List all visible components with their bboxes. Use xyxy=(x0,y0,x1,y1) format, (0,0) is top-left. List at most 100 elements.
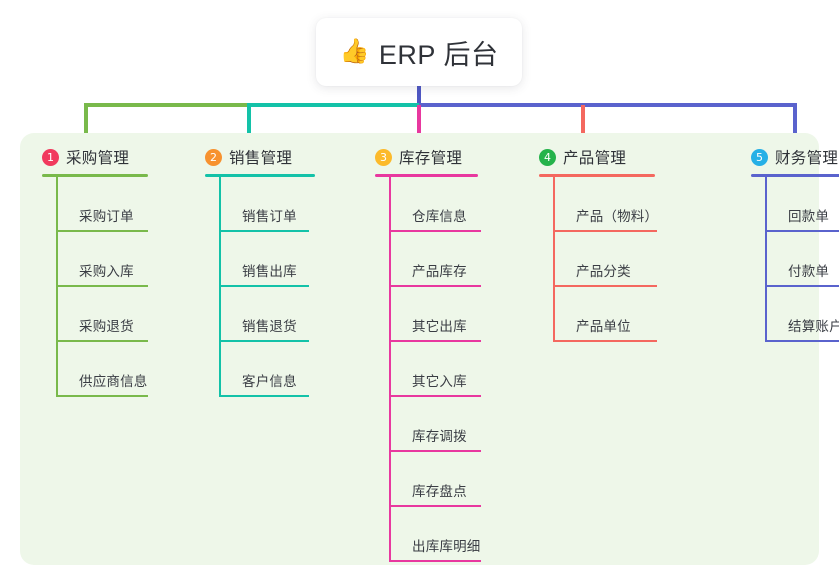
connector-wires xyxy=(84,86,797,144)
module-item[interactable]: 产品单位 xyxy=(553,287,699,342)
module-index-badge: 5 xyxy=(751,148,768,166)
module-underline xyxy=(751,174,839,177)
module-item[interactable]: 采购退货 xyxy=(56,287,202,342)
module-item-label: 销售订单 xyxy=(242,209,297,224)
module-item-label: 采购入库 xyxy=(79,264,134,279)
module-item-underline xyxy=(219,285,309,287)
module-item-underline xyxy=(219,340,309,342)
module-item[interactable]: 库存盘点 xyxy=(389,452,535,507)
module-item-label: 产品单位 xyxy=(576,319,631,334)
module-column-3: 3 库存管理仓库信息产品库存其它出库其它入库库存调拨库存盘点出库库明细 xyxy=(375,146,535,562)
module-item-label: 付款单 xyxy=(788,264,830,279)
module-item-underline xyxy=(765,285,839,287)
module-item-underline xyxy=(389,450,481,452)
module-item[interactable]: 出库库明细 xyxy=(389,507,535,562)
module-item-label: 回款单 xyxy=(788,209,830,224)
module-item-label: 仓库信息 xyxy=(412,209,467,224)
module-branch-spine xyxy=(553,177,555,342)
module-item[interactable]: 销售出库 xyxy=(219,232,365,287)
module-item-list: 采购订单采购入库采购退货供应商信息 xyxy=(56,177,202,397)
module-index-badge: 4 xyxy=(539,148,556,166)
module-item-list: 销售订单销售出库销售退货客户信息 xyxy=(219,177,365,397)
module-title: 销售管理 xyxy=(229,150,293,167)
thumbs-up-icon: 👍 xyxy=(339,38,370,65)
module-item[interactable]: 产品分类 xyxy=(553,232,699,287)
module-branch-spine xyxy=(219,177,221,397)
module-item-label: 出库库明细 xyxy=(412,539,481,554)
module-item-label: 产品库存 xyxy=(412,264,467,279)
module-column-5: 5 财务管理回款单付款单结算账户 xyxy=(751,146,839,342)
module-item-label: 销售出库 xyxy=(242,264,297,279)
module-item[interactable]: 结算账户 xyxy=(765,287,839,342)
module-item-underline xyxy=(389,395,481,397)
module-item-label: 其它出库 xyxy=(412,319,467,334)
module-item-underline xyxy=(553,230,657,232)
module-item[interactable]: 其它入库 xyxy=(389,342,535,397)
module-item[interactable]: 采购入库 xyxy=(56,232,202,287)
module-header[interactable]: 5 财务管理 xyxy=(751,146,839,168)
module-item-underline xyxy=(389,560,481,562)
module-item-underline xyxy=(389,505,481,507)
module-branch-spine xyxy=(389,177,391,562)
module-item[interactable]: 产品库存 xyxy=(389,232,535,287)
module-header[interactable]: 2 销售管理 xyxy=(205,146,365,168)
module-item-underline xyxy=(765,340,839,342)
page-title-text: ERP 后台 xyxy=(378,39,499,70)
module-item[interactable]: 库存调拨 xyxy=(389,397,535,452)
module-item-label: 供应商信息 xyxy=(79,374,148,389)
module-item-list: 回款单付款单结算账户 xyxy=(765,177,839,342)
module-item[interactable]: 供应商信息 xyxy=(56,342,202,397)
module-item-underline xyxy=(56,340,148,342)
module-item-label: 产品分类 xyxy=(576,264,631,279)
module-item[interactable]: 产品（物料） xyxy=(553,177,699,232)
module-item[interactable]: 销售订单 xyxy=(219,177,365,232)
module-index-badge: 2 xyxy=(205,148,222,166)
module-item-underline xyxy=(56,285,148,287)
module-branch-spine xyxy=(56,177,58,397)
module-item-underline xyxy=(389,340,481,342)
module-underline xyxy=(42,174,148,177)
module-underline xyxy=(375,174,478,177)
diagram-title-card: 👍 ERP 后台 xyxy=(316,18,522,86)
module-item-label: 其它入库 xyxy=(412,374,467,389)
module-item-label: 库存调拨 xyxy=(412,429,467,444)
module-item[interactable]: 仓库信息 xyxy=(389,177,535,232)
module-item-label: 产品（物料） xyxy=(576,209,659,224)
module-item-list: 产品（物料） 产品分类产品单位 xyxy=(553,177,699,342)
module-branch-spine xyxy=(765,177,767,342)
module-item[interactable]: 销售退货 xyxy=(219,287,365,342)
module-item[interactable]: 客户信息 xyxy=(219,342,365,397)
module-item[interactable]: 采购订单 xyxy=(56,177,202,232)
modules-panel xyxy=(20,133,819,565)
module-item[interactable]: 付款单 xyxy=(765,232,839,287)
module-title: 财务管理 xyxy=(775,150,839,167)
module-title: 库存管理 xyxy=(399,150,463,167)
page-title: 👍 ERP 后台 xyxy=(340,33,499,72)
module-item-underline xyxy=(553,340,657,342)
module-item-list: 仓库信息产品库存其它出库其它入库库存调拨库存盘点出库库明细 xyxy=(389,177,535,562)
module-item-underline xyxy=(765,230,839,232)
module-item-label: 销售退货 xyxy=(242,319,297,334)
module-item-underline xyxy=(56,230,148,232)
module-item-label: 采购退货 xyxy=(79,319,134,334)
module-item-label: 客户信息 xyxy=(242,374,297,389)
module-item-label: 采购订单 xyxy=(79,209,134,224)
module-header[interactable]: 3 库存管理 xyxy=(375,146,535,168)
module-item-underline xyxy=(389,230,481,232)
module-underline xyxy=(539,174,655,177)
module-item-label: 结算账户 xyxy=(788,319,839,334)
module-underline xyxy=(205,174,315,177)
module-column-2: 2 销售管理销售订单销售出库销售退货客户信息 xyxy=(205,146,365,397)
module-index-badge: 3 xyxy=(375,148,392,166)
module-item-label: 库存盘点 xyxy=(412,484,467,499)
module-item[interactable]: 其它出库 xyxy=(389,287,535,342)
module-item-underline xyxy=(553,285,657,287)
module-item[interactable]: 回款单 xyxy=(765,177,839,232)
module-item-underline xyxy=(56,395,148,397)
module-index-badge: 1 xyxy=(42,148,59,166)
